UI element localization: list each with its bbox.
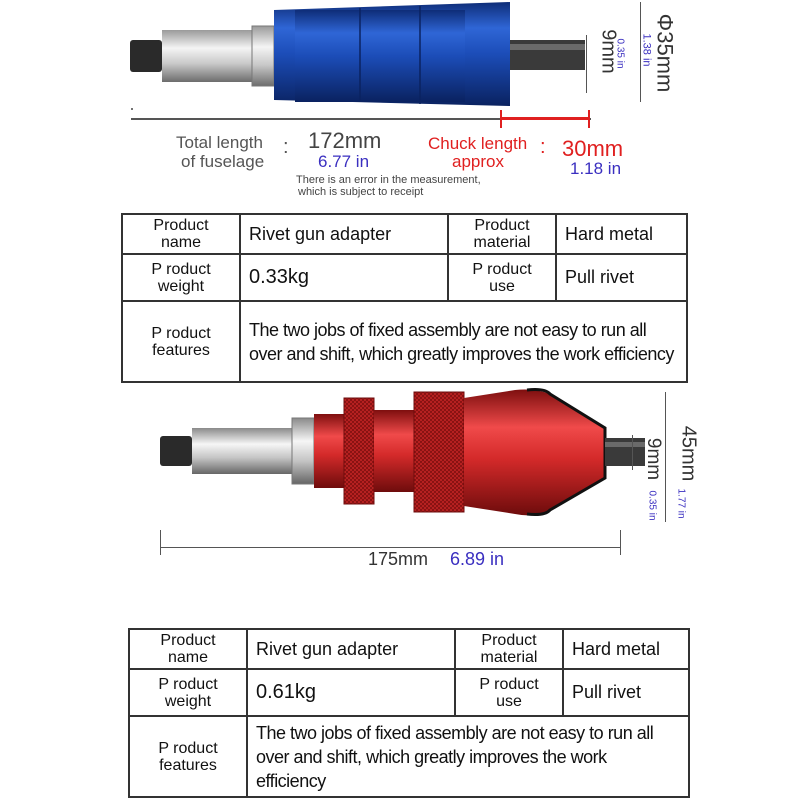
blue-rivet-adapter-image [130, 2, 585, 110]
chuck-length-mm: 30mm [562, 136, 624, 161]
chuck-diameter-line [640, 2, 641, 102]
product-features-value-2: The two jobs of fixed assembly are not e… [246, 715, 690, 798]
spec-table-1: Product name Rivet gun adapter Product m… [121, 212, 688, 383]
product-use-label-2: P roduct use [454, 668, 564, 718]
overall-length-in: 6.89 in [450, 549, 505, 569]
product-material-value-2: Hard metal [562, 627, 690, 671]
chuck-diameter-in: 1.38 in [640, 33, 653, 67]
product-name-value-2: Rivet gun adapter [246, 627, 456, 671]
total-length-in: 6.77 in [318, 152, 370, 171]
product-weight-label: P roduct weight [121, 253, 241, 303]
overall-length-tick-left [160, 530, 161, 555]
product-name-value: Rivet gun adapter [239, 212, 449, 256]
product-weight-label-2: P roduct weight [128, 668, 248, 718]
product-features-label: P roduct features [121, 300, 241, 383]
red-rivet-adapter-image [160, 388, 645, 516]
total-length-label-1: Total length [176, 133, 263, 152]
chuck-length-label-2: approx [452, 152, 504, 171]
product-name-label-2: Product name [128, 627, 248, 671]
product-use-value-2: Pull rivet [562, 668, 690, 718]
chuck-length-tick-left [500, 110, 502, 128]
height-dimension-line [665, 392, 666, 522]
height-in: 1.77 in [675, 488, 687, 519]
total-length-label-2: of fuselage [181, 152, 265, 171]
chuck-diameter-mm: Φ35mm [652, 13, 678, 93]
product-features-value: The two jobs of fixed assembly are not e… [239, 300, 688, 383]
product-use-label: P roduct use [447, 253, 557, 303]
product-weight-value: 0.33kg [239, 253, 449, 303]
spec-table-2: Product name Rivet gun adapter Product m… [128, 627, 690, 798]
chuck-length-label-1: Chuck length [428, 134, 528, 153]
product-use-value: Pull rivet [555, 253, 688, 303]
shank-in: 0.35 in [614, 38, 626, 69]
height-mm: 45mm [677, 425, 700, 482]
shank-dimension-line [586, 35, 587, 93]
measurement-note-1: There is an error in the measurement, [296, 174, 481, 186]
colon-1: : [283, 136, 289, 158]
product-material-value: Hard metal [555, 212, 688, 256]
overall-length-line-2 [160, 547, 620, 548]
overall-length-tick-right [620, 530, 621, 555]
product-name-label: Product name [121, 212, 241, 256]
product-material-label-2: Product material [454, 627, 564, 671]
colon-2: : [540, 136, 546, 158]
product-weight-value-2: 0.61kg [246, 668, 456, 718]
product-material-label: Product material [447, 212, 557, 256]
chuck-length-tick-right [588, 110, 590, 128]
total-length-mm: 172mm [308, 128, 382, 153]
shank-in-2: 0.35 in [646, 490, 658, 521]
chuck-length-line [500, 117, 590, 120]
measurement-note-2: which is subject to receipt [298, 186, 424, 198]
shank-dimension-line-2 [632, 435, 633, 470]
product-features-label-2: P roduct features [128, 715, 248, 798]
shank-mm-2: 9mm [643, 437, 665, 481]
chuck-length-in: 1.18 in [570, 159, 622, 178]
overall-length-line [131, 118, 591, 120]
overall-length-mm: 175mm [368, 549, 429, 569]
